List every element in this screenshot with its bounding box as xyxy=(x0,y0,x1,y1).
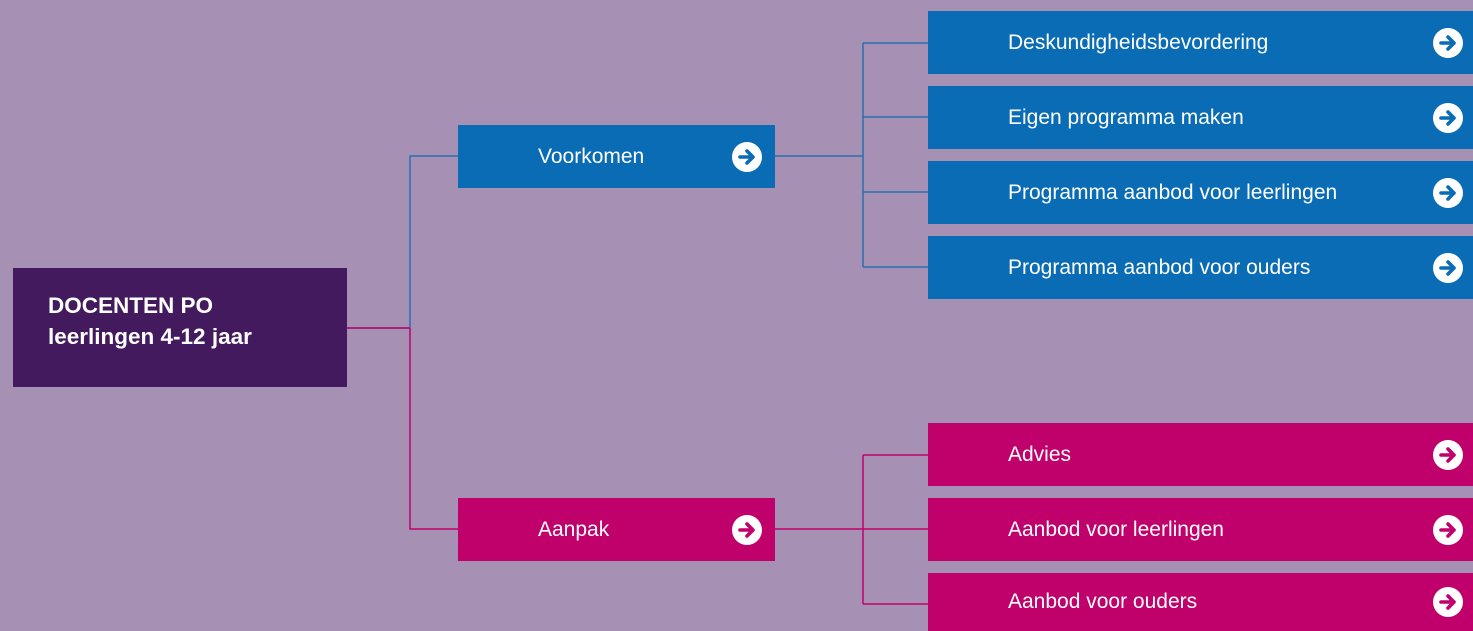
arrow-right-circle-icon[interactable] xyxy=(732,514,762,545)
arrow-right-circle-icon[interactable] xyxy=(1433,177,1463,208)
leaf-aanbod-leerlingen[interactable]: Aanbod voor leerlingen xyxy=(928,498,1473,561)
branch-aanpak-label: Aanpak xyxy=(538,517,610,541)
arrow-right-circle-icon[interactable] xyxy=(1433,514,1463,545)
leaf-programma-aanbod-ouders[interactable]: Programma aanbod voor ouders xyxy=(928,236,1473,299)
leaf-advies[interactable]: Advies xyxy=(928,423,1473,486)
arrow-right-circle-icon[interactable] xyxy=(1433,102,1463,133)
leaf-aanbod-ouders[interactable]: Aanbod voor ouders xyxy=(928,573,1473,631)
leaf-deskundigheidsbevordering[interactable]: Deskundigheidsbevordering xyxy=(928,11,1473,74)
branch-aanpak[interactable]: Aanpak xyxy=(458,498,775,561)
root-subtitle: leerlingen 4-12 jaar xyxy=(48,324,252,349)
arrow-right-circle-icon[interactable] xyxy=(1433,252,1463,283)
branch-voorkomen[interactable]: Voorkomen xyxy=(458,125,775,188)
leaf-programma-aanbod-leerlingen[interactable]: Programma aanbod voor leerlingen xyxy=(928,161,1473,224)
leaf-label: Advies xyxy=(1008,442,1072,466)
arrow-right-circle-icon[interactable] xyxy=(1433,27,1463,58)
leaf-label: Aanbod voor leerlingen xyxy=(1008,517,1224,541)
connector-root-voorkomen xyxy=(347,155,458,329)
leaf-label: Programma aanbod voor ouders xyxy=(1008,255,1311,279)
leaf-eigen-programma-maken[interactable]: Eigen programma maken xyxy=(928,86,1473,149)
connector-voorkomen-children xyxy=(775,42,928,268)
connector-aanpak-children xyxy=(775,454,928,605)
leaf-label: Programma aanbod voor leerlingen xyxy=(1008,180,1338,204)
leaf-label: Aanbod voor ouders xyxy=(1008,590,1198,613)
leaf-label: Deskundigheidsbevordering xyxy=(1008,30,1269,54)
root-title: DOCENTEN PO xyxy=(48,293,214,318)
arrow-right-circle-icon[interactable] xyxy=(1433,439,1463,470)
leaf-label: Eigen programma maken xyxy=(1008,105,1244,129)
arrow-right-circle-icon[interactable] xyxy=(732,141,762,172)
connector-root-aanpak xyxy=(409,328,458,530)
arrow-right-circle-icon[interactable] xyxy=(1433,587,1463,617)
branch-voorkomen-label: Voorkomen xyxy=(538,144,645,168)
root-node: DOCENTEN PO leerlingen 4-12 jaar xyxy=(13,268,347,387)
